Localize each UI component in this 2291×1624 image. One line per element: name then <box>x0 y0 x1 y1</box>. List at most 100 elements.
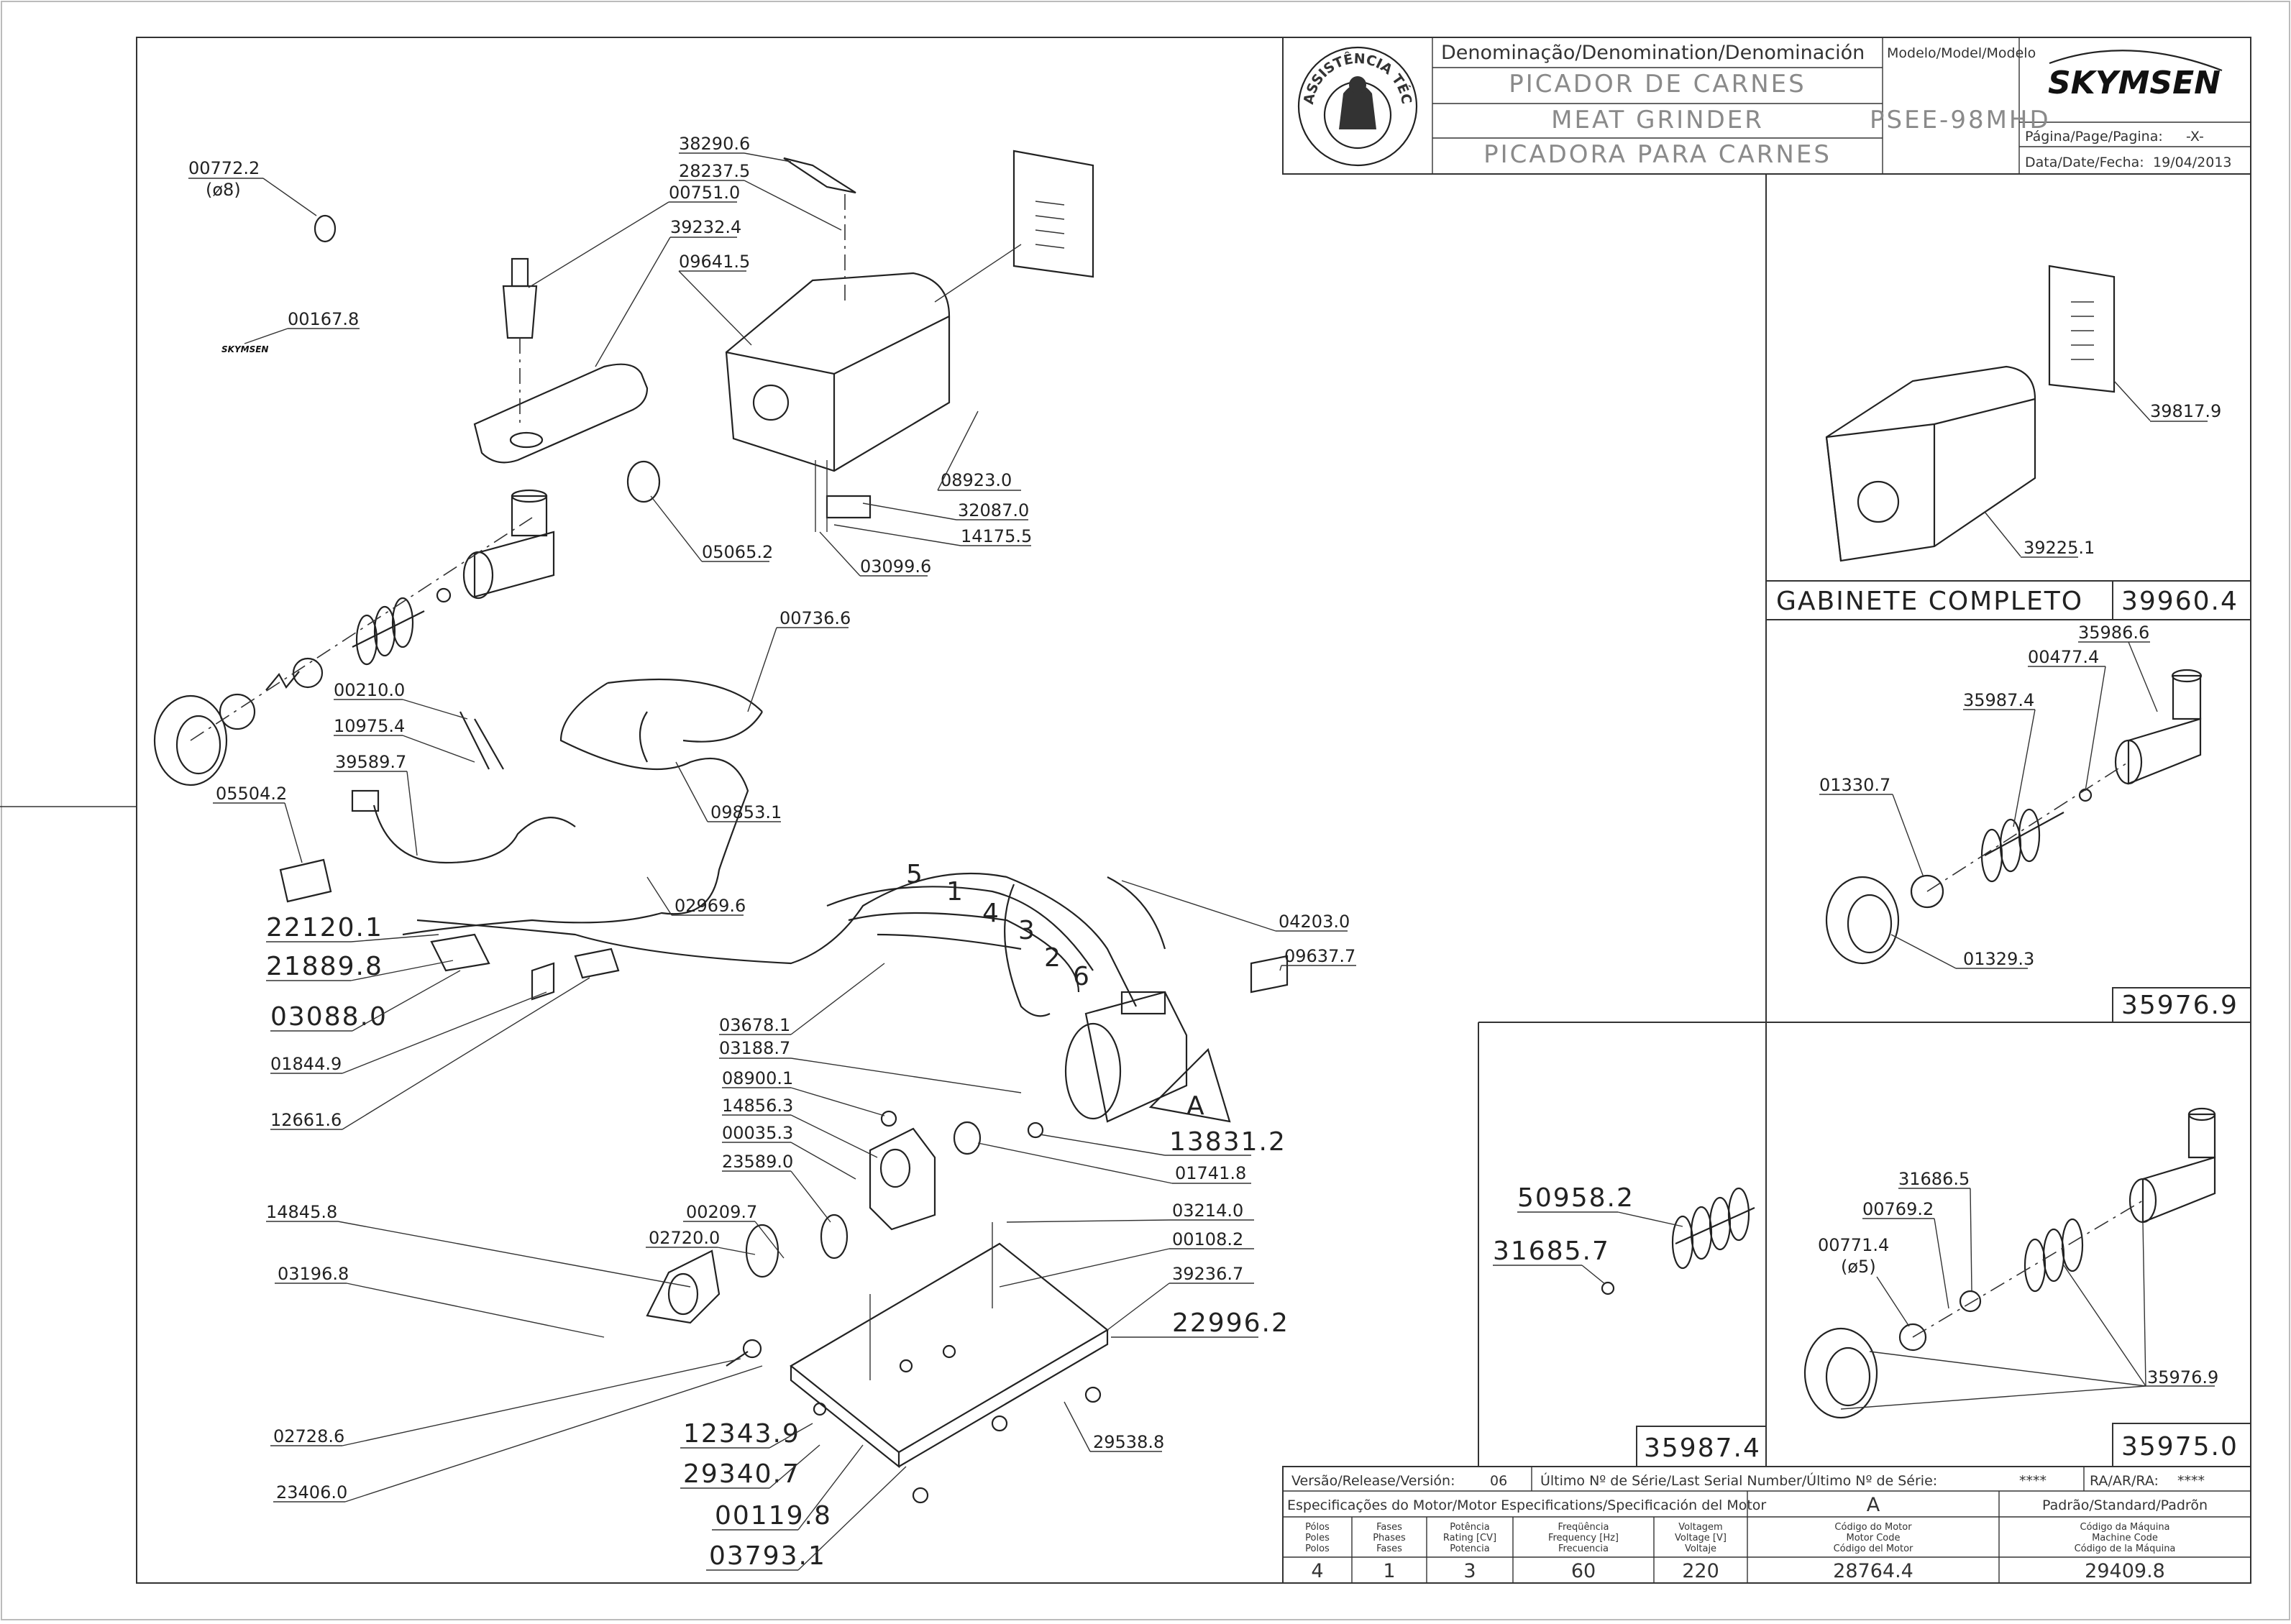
label-14175.5: 14175.5 <box>961 526 1032 546</box>
spec-header-line: Polos <box>1305 1543 1330 1554</box>
callout: 05065.2 <box>650 495 773 562</box>
top-plate-icon <box>783 157 856 194</box>
label-01330.7: 01330.7 <box>1819 775 1890 795</box>
spec-value: 220 <box>1682 1560 1719 1582</box>
kit-plate-icon <box>1898 1323 1927 1352</box>
label-02720.0: 02720.0 <box>649 1228 720 1248</box>
spec-value: 60 <box>1571 1560 1596 1582</box>
callout: 00736.6 <box>747 608 851 712</box>
spec-headers: PólosPolesPolosFasesPhasesFasesPotênciaR… <box>1305 1522 2175 1554</box>
spec-value: 4 <box>1311 1560 1323 1582</box>
label-00108.2: 00108.2 <box>1172 1229 1243 1249</box>
model-label: Modelo/Model/Modelo <box>1887 45 2036 61</box>
kit-ring-icon <box>1803 1327 1878 1419</box>
label-01844.9: 01844.9 <box>270 1054 342 1074</box>
page-label: Página/Page/Pagina: <box>2025 129 2163 144</box>
callout: 00035.3 <box>722 1123 856 1180</box>
cabinet-title: GABINETE COMPLETO <box>1776 587 2083 616</box>
label-39589.7: 39589.7 <box>335 752 406 772</box>
detail-panels <box>1478 174 2251 1467</box>
spec-value: 1 <box>1383 1560 1395 1582</box>
spec-header-line: Poles <box>1305 1533 1330 1543</box>
page-value: -X- <box>2186 129 2204 144</box>
label-13831.2: 13831.2 <box>1169 1127 1286 1157</box>
wire-number-6: 6 <box>1073 962 1091 991</box>
callout: 28237.5 <box>679 161 842 231</box>
screw-icon <box>880 1110 897 1127</box>
standard-label: Padrão/Standard/Padrõn <box>2042 1497 2208 1513</box>
label-38290.6: 38290.6 <box>679 134 750 154</box>
callout: 12661.6 <box>270 977 590 1130</box>
plug-icon <box>351 789 380 812</box>
filter-icon <box>314 214 337 243</box>
callout: 21889.8 <box>266 952 454 981</box>
label-02728.6: 02728.6 <box>273 1426 344 1446</box>
spec-header-line: Machine Code <box>2092 1533 2158 1543</box>
label-35986.6: 35986.6 <box>2078 623 2149 643</box>
serial-value: **** <box>2019 1473 2047 1489</box>
label-03196.8: 03196.8 <box>278 1264 349 1284</box>
disk-icon <box>626 460 661 503</box>
callout: 09637.7 <box>1279 946 1356 971</box>
spec-header-line: Freqüência <box>1558 1522 1609 1533</box>
label-23589.0: 23589.0 <box>722 1152 793 1172</box>
label-phi8: (ø8) <box>206 180 241 200</box>
main-part-labels: 38290.6 28237.5 00751.0 39232.4 09641.5 … <box>188 134 1356 1571</box>
callout: 29538.8 <box>1064 1401 1164 1452</box>
seal-text: ASSISTÊNCIA TÉCNICA AUTORIZADA <box>0 0 1414 106</box>
brand-swoosh <box>2049 50 2223 72</box>
auger-icon <box>1675 1206 1755 1245</box>
label-03793.1: 03793.1 <box>709 1541 826 1571</box>
callout: 00209.7 <box>683 1202 785 1259</box>
motor-icon <box>1084 991 1188 1123</box>
label-09637.7: 09637.7 <box>1284 946 1355 966</box>
label-00736.6: 00736.6 <box>779 608 851 628</box>
kit-code: 35975.0 <box>2121 1432 2239 1462</box>
callout: 38290.6 <box>679 134 792 162</box>
ra-value: **** <box>2177 1473 2205 1489</box>
label-00771.4: 00771.4 <box>1818 1235 1889 1255</box>
callout: 00167.8 <box>244 309 360 344</box>
main-housing-icon <box>511 495 548 537</box>
label-00209.7: 00209.7 <box>686 1202 757 1222</box>
main-cable-icon <box>402 682 749 936</box>
callout: 08923.0 <box>937 410 1021 491</box>
kit-panel: 31686.5 00769.2 00771.4 (ø5) 35976.9 359… <box>1803 1107 2239 1462</box>
callout: 02720.0 <box>646 1228 756 1255</box>
auger-code: 35987.4 <box>1644 1433 1761 1463</box>
housing-assembly-panel: 35986.6 00477.4 35987.4 01330.7 01329.3 … <box>1819 623 2237 1020</box>
label-sticker-icon <box>279 858 332 903</box>
callout: 39589.7 <box>334 752 418 856</box>
motor-column-letter: A <box>1867 1494 1880 1516</box>
label-04203.0: 04203.0 <box>1279 912 1350 932</box>
name-pt: PICADOR DE CARNES <box>1509 70 1806 98</box>
callout: 03088.0 <box>270 970 461 1032</box>
base-plate-icon <box>790 1242 1109 1454</box>
callout: 23406.0 <box>273 1365 763 1503</box>
label-10975.4: 10975.4 <box>334 716 405 736</box>
cabinet-complete-panel: 39817.9 39225.1 GABINETE COMPLETO 39960.… <box>1776 265 2237 616</box>
label-01741.8: 01741.8 <box>1175 1163 1246 1183</box>
capacitor-plate-icon <box>531 962 555 1001</box>
callout: 14856.3 <box>722 1096 878 1158</box>
spec-header-line: Rating [CV] <box>1443 1533 1496 1543</box>
callout: 08900.1 <box>722 1068 885 1116</box>
label-35976.9: 35976.9 <box>2147 1367 2218 1387</box>
foot-icon <box>813 1402 827 1416</box>
callout: 03214.0 <box>1006 1201 1254 1223</box>
label-00769.2: 00769.2 <box>1862 1199 1934 1219</box>
spec-header-line: Voltagem <box>1678 1522 1722 1533</box>
label-03188.7: 03188.7 <box>719 1038 790 1058</box>
capacitor-lead-icon <box>1107 876 1166 950</box>
wire-pair-icon <box>459 711 504 770</box>
coupling-icon <box>1027 1121 1044 1139</box>
spec-header-line: Potência <box>1450 1522 1489 1533</box>
name-en: MEAT GRINDER <box>1551 106 1764 134</box>
spec-header-line: Motor Code <box>1847 1533 1901 1543</box>
callout: 03678.1 <box>719 963 885 1035</box>
date-label: Data/Date/Fecha: <box>2025 155 2144 170</box>
serial-label: Último Nº de Série/Last Serial Number/Úl… <box>1540 1472 1937 1489</box>
callout: 02728.6 <box>270 1358 741 1446</box>
